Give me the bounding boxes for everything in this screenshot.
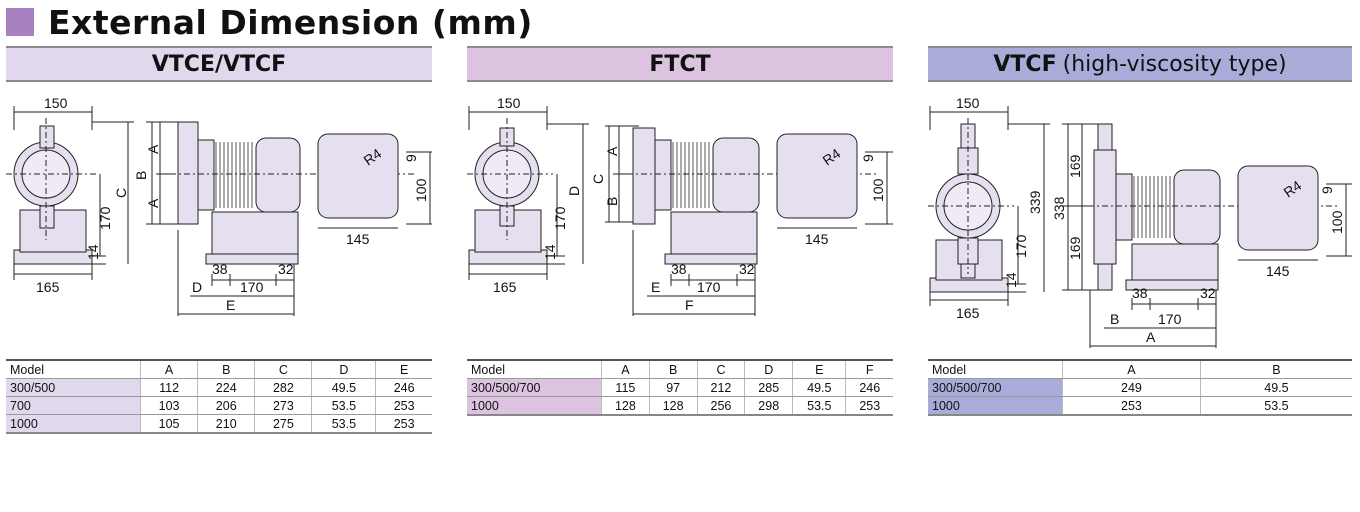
dim-14: 14 <box>85 244 101 260</box>
dim-169-bottom: 169 <box>1067 236 1083 260</box>
dim-14: 14 <box>542 244 558 260</box>
panel-subtitle: (high-viscosity type) <box>1062 51 1287 77</box>
page-header: External Dimension (mm) <box>6 2 533 42</box>
dim-150: 150 <box>44 95 68 111</box>
panel-ftct: FTCT <box>467 46 893 416</box>
dim-170-side: 170 <box>1158 311 1182 327</box>
dimension-drawing: 150 165 170 14 339 338 169 169 B A 38 17… <box>928 95 1352 348</box>
dim-145: 145 <box>346 231 370 247</box>
dim-A-top: A <box>145 144 161 154</box>
dim-C: C <box>590 174 606 184</box>
dim-169-top: 169 <box>1067 154 1083 178</box>
panel-header: FTCT <box>467 46 893 82</box>
dim-32: 32 <box>1200 285 1216 301</box>
dimension-drawing: 150 165 170 14 C B A A D E 38 170 32 R4 … <box>6 95 432 316</box>
dim-9: 9 <box>1319 186 1335 194</box>
dim-A: A <box>1146 329 1156 345</box>
dim-100: 100 <box>870 178 886 202</box>
table-header-row: Model A B C D E F <box>467 359 893 379</box>
dim-170-side: 170 <box>240 279 264 295</box>
dim-145: 145 <box>1266 263 1290 279</box>
dim-150: 150 <box>497 95 521 111</box>
dim-170: 170 <box>1013 234 1029 258</box>
table-header-row: Model A B <box>928 359 1352 379</box>
dim-339: 339 <box>1027 190 1043 214</box>
dimension-drawing: 150 165 170 14 D C A B E F 38 170 32 R4 … <box>467 95 893 316</box>
dim-E: E <box>651 279 660 295</box>
panel-vtce-vtcf: VTCE/VTCF <box>6 46 432 434</box>
panel-vtcf-high-viscosity: VTCF (high-viscosity type) <box>928 46 1352 416</box>
dim-338: 338 <box>1051 196 1067 220</box>
dim-38: 38 <box>1132 285 1148 301</box>
dim-170-side: 170 <box>697 279 721 295</box>
panel-header: VTCE/VTCF <box>6 46 432 82</box>
dim-165: 165 <box>493 279 517 295</box>
dim-B: B <box>133 171 149 180</box>
dim-145: 145 <box>805 231 829 247</box>
dim-9: 9 <box>403 154 419 162</box>
dim-14: 14 <box>1003 272 1019 288</box>
dim-A-bottom: A <box>145 198 161 208</box>
dim-9: 9 <box>860 154 876 162</box>
panel-title: VTCF <box>993 51 1057 77</box>
dim-170: 170 <box>97 206 113 230</box>
dim-170: 170 <box>552 206 568 230</box>
dim-F: F <box>685 297 694 313</box>
dim-165: 165 <box>36 279 60 295</box>
dim-150: 150 <box>956 95 980 111</box>
dim-32: 32 <box>739 261 755 277</box>
dim-38: 38 <box>212 261 228 277</box>
dim-C: C <box>113 188 129 198</box>
dim-A: A <box>604 146 620 156</box>
table-header-row: Model A B C D E <box>6 359 432 379</box>
dim-D: D <box>192 279 202 295</box>
panel-title: VTCE/VTCF <box>151 51 287 77</box>
dim-100: 100 <box>413 178 429 202</box>
page-title: External Dimension (mm) <box>48 2 533 42</box>
title-square-icon <box>6 8 34 36</box>
panel-title: FTCT <box>649 51 711 77</box>
dim-38: 38 <box>671 261 687 277</box>
dim-165: 165 <box>956 305 980 321</box>
dim-100: 100 <box>1329 210 1345 234</box>
dim-B: B <box>604 197 620 206</box>
panel-header: VTCF (high-viscosity type) <box>928 46 1352 82</box>
dim-B: B <box>1110 311 1119 327</box>
dim-D-front: D <box>566 186 582 196</box>
dim-32: 32 <box>278 261 294 277</box>
dim-E: E <box>226 297 235 313</box>
